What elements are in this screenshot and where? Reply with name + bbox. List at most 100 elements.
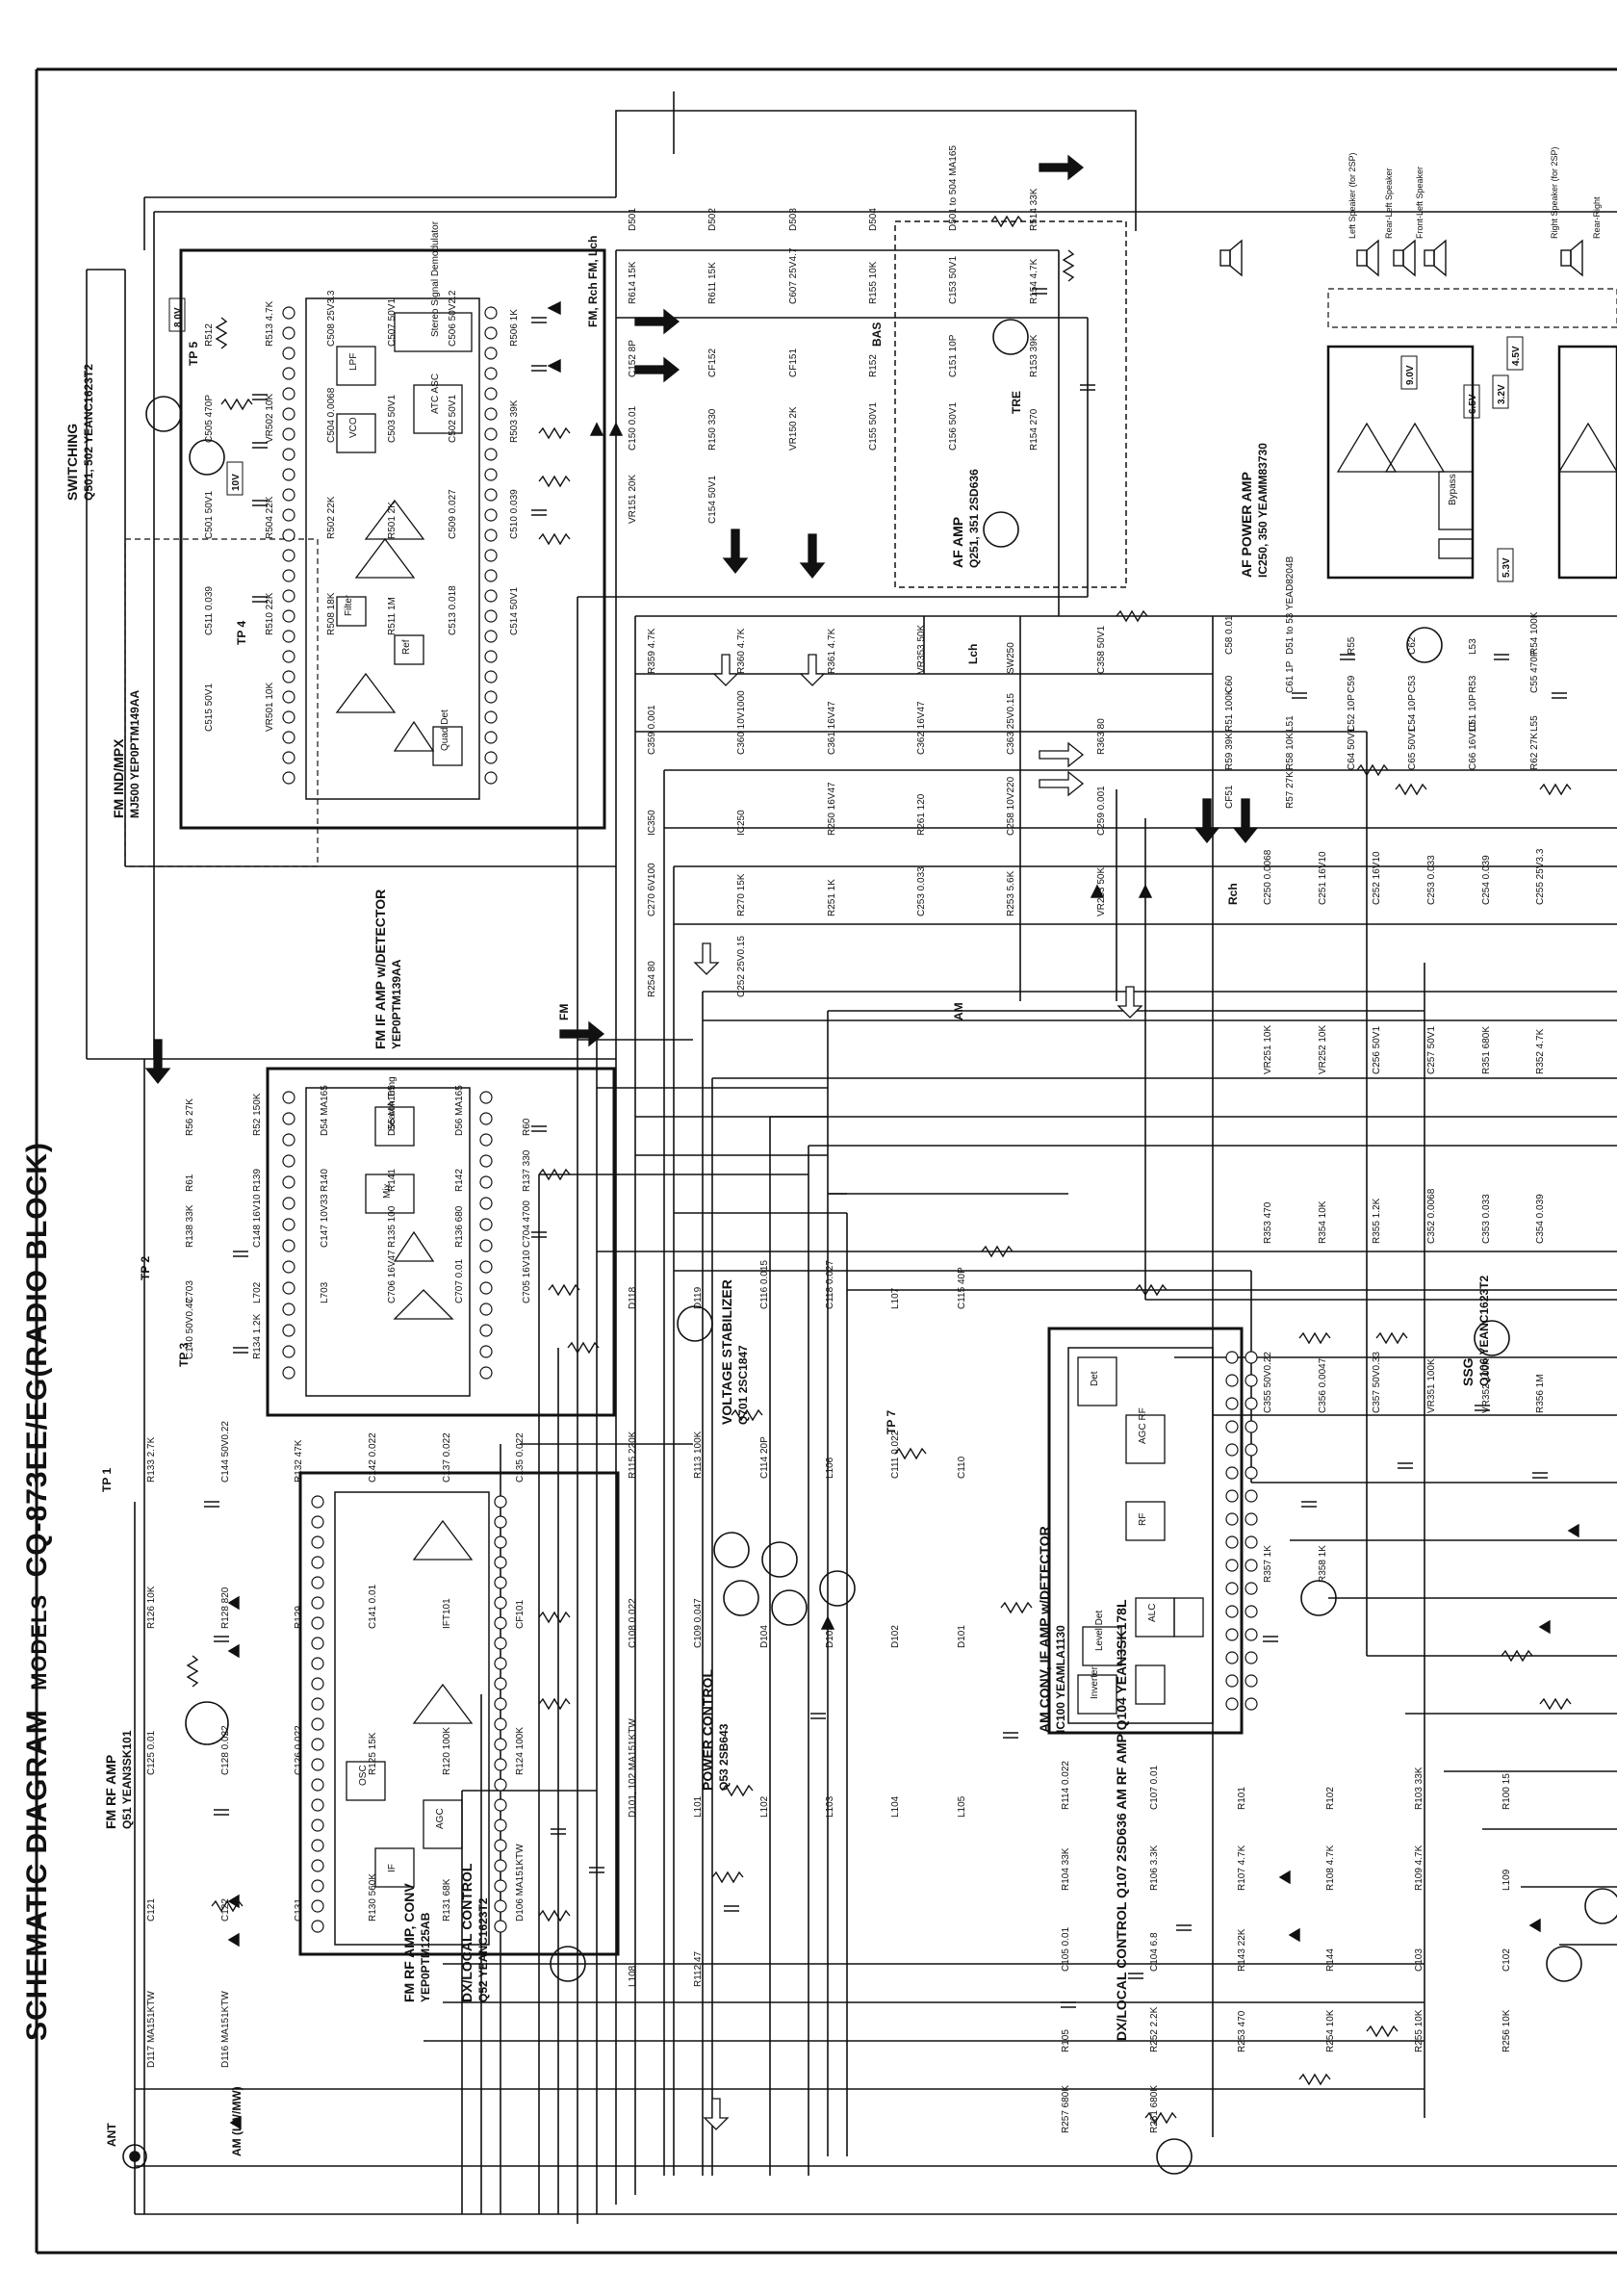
ic-pin [479,1345,493,1358]
ic-pin [494,1535,507,1549]
capacitor [1552,692,1567,699]
ic-pin [484,731,498,744]
ic-pin [311,1657,324,1670]
component-label: C154 50V1 [707,476,718,524]
component-label: C108 0.022 [628,1598,638,1648]
component-label: R102 [1325,1787,1336,1810]
component-label: D503 [788,208,799,231]
block-title-power_control: POWER CONTROL [700,1669,715,1791]
supply-voltage-box [168,297,186,332]
component-label: L106 [825,1457,835,1479]
component-label: C507 50V1 [387,298,398,347]
supply-voltage-label: 9.0V [1405,365,1416,385]
signal-label: FM [557,1004,571,1020]
ic-pin [282,569,295,582]
ic-pin [282,407,295,421]
component-label: D54 MA165 [320,1085,330,1136]
resistor [1375,1331,1408,1345]
ic-pin [1245,1559,1258,1572]
component-label: C270 6V100 [647,863,657,916]
component-label: R152 [868,354,879,377]
ic-pin [311,1677,324,1690]
ic-pin [1225,1697,1239,1711]
ic-pin [1225,1397,1239,1410]
component-label: R52 150K [252,1093,263,1136]
signal-label: TRE [1010,391,1023,414]
inner-block-label: Quad Det [440,709,450,751]
component-label: R351 680K [1481,1026,1492,1074]
component-label: C61 1P [1285,660,1296,693]
component-label: R60 [522,1118,532,1136]
component-label: C256 50V1 [1372,1026,1382,1074]
capacitor [1080,384,1095,391]
title-models-word: MODELS [27,1593,51,1690]
component-label: C359 0.001 [647,705,657,755]
ic-pin [479,1112,493,1125]
signal-label: TP 1 [100,1468,114,1492]
ic-pin [484,690,498,704]
component-label: R503 39K [509,400,520,443]
component-label: R254 10K [1325,2009,1336,2052]
speaker-label: Left Speaker (for 2SP) [1348,152,1357,239]
ic-pin [311,1778,324,1792]
diodes [227,300,1579,2130]
component-label: R142 [454,1169,465,1192]
component-label: C107 0.01 [1149,1765,1160,1810]
block-title-switching: SWITCHING [64,424,80,501]
ic-pin [282,1154,295,1168]
ic-pin [494,1778,507,1792]
component-label: R114 0.022 [1061,1761,1071,1810]
component-label: C104 6.8 [1149,1932,1160,1972]
ic-pin [479,1197,493,1210]
ic-pin [494,1819,507,1832]
inner-block-label: Mix [382,1183,393,1199]
ic-pin [479,1303,493,1316]
capacitor [531,509,547,516]
ic-pin [282,326,295,340]
component-label: R53 [1468,675,1478,693]
capacitor [252,500,268,506]
component-label: C504 0.0068 [326,387,337,443]
capacitor [252,442,268,449]
ic-pin [494,1798,507,1812]
component-label: C358 50V1 [1096,626,1107,674]
ic-pin [311,1717,324,1731]
component-label: R59 39K [1224,733,1235,770]
ic-pin [282,549,295,562]
component-label: R353 470 [1263,1201,1273,1244]
ic-pin [1225,1628,1239,1641]
component-label: IC350 [647,810,657,836]
block-part-am_conv: IC100 YEAMLA1130 [1054,1625,1067,1733]
capacitor [531,365,547,372]
component-label: IC250 [736,810,747,836]
component-label: L101 [693,1795,704,1818]
block-part-fm_ind_mpx: MJ500 YEP0PTM149AA [128,689,141,818]
component-label: R140 [320,1169,330,1192]
component-label: R124 100K [515,1727,526,1775]
component-label: C116 0.015 [759,1260,770,1309]
component-label: C704 4700 [522,1200,532,1248]
component-label: R133 2.7K [146,1436,157,1483]
component-label: C156 50V1 [948,402,959,451]
component-label: C352 0.0068 [1426,1188,1437,1244]
resistor [990,215,1023,228]
ic-pin [282,1197,295,1210]
component-label: D101 [957,1625,967,1648]
resistor [211,1899,244,1913]
component-label: C58 0.01 [1224,615,1235,655]
inner-block-label: AGC RF [1138,1407,1148,1444]
ic-pin [484,569,498,582]
signal-label: TP 4 [235,621,248,645]
component-label: R256 10K [1502,2009,1512,2052]
component-label: C52 10P [1347,694,1357,732]
ic-pin [1245,1351,1258,1364]
capacitor [531,1231,547,1238]
inner-block-label: AGC [435,1808,446,1829]
ic-pin [479,1239,493,1252]
component-label: R100 15 [1502,1773,1512,1810]
component-label: C705 16V10 [522,1250,532,1303]
component-label: C514 50V1 [509,587,520,635]
ic-pin [282,710,295,724]
resistor [1000,1601,1033,1614]
